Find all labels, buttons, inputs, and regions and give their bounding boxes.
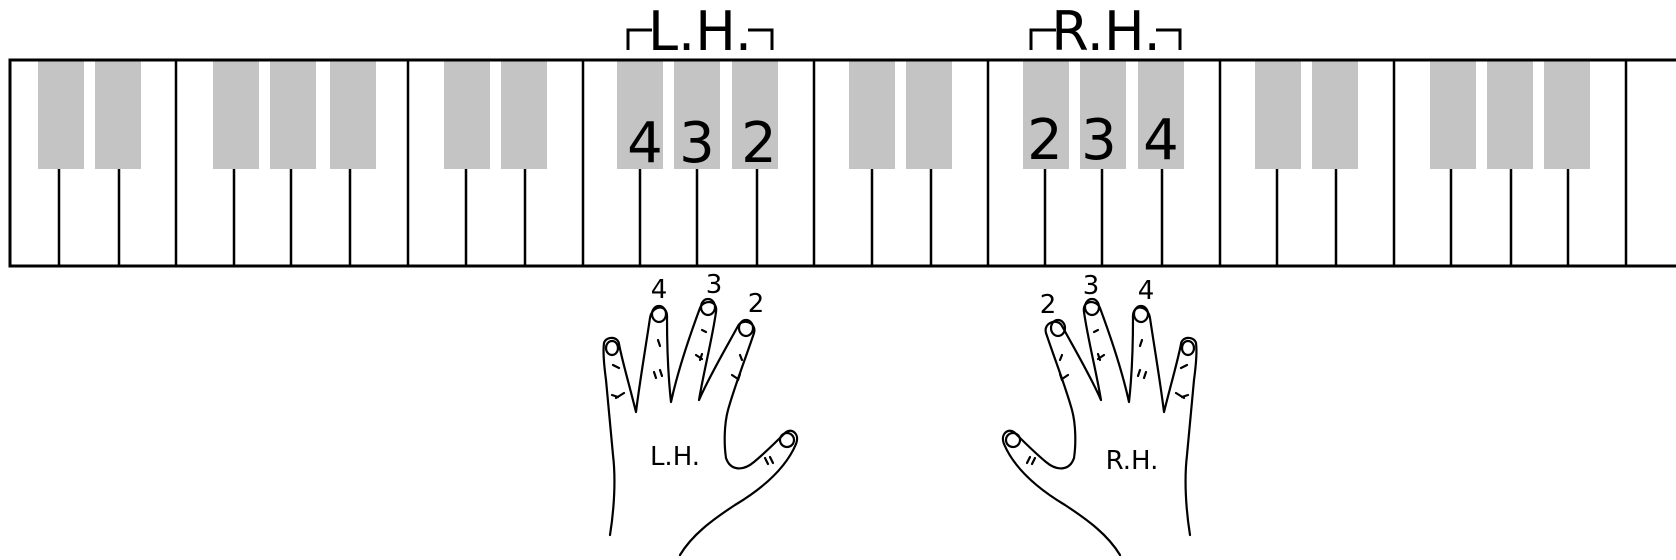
- black-key: [1430, 60, 1476, 169]
- key-finger-number: 4: [627, 111, 663, 176]
- left-hand-label: L.H.: [650, 442, 700, 472]
- left-hand-finger-number: 3: [706, 270, 723, 300]
- left-hand-bracket-label: L.H.: [648, 0, 752, 63]
- black-key: [617, 60, 663, 169]
- right-hand-bracket-label: R.H.: [1051, 0, 1161, 63]
- right-hand-drawing: [1001, 297, 1198, 557]
- right-hand-key-numbers: 2 3 4: [1027, 108, 1179, 173]
- black-key: [1138, 60, 1184, 169]
- black-key: [1312, 60, 1358, 169]
- black-key: [270, 60, 316, 169]
- right-hand-bracket: R.H.: [1029, 0, 1182, 63]
- left-hand-key-numbers: 4 3 2: [627, 111, 777, 176]
- key-finger-number: 4: [1143, 108, 1179, 173]
- black-key: [732, 60, 778, 169]
- black-key: [330, 60, 376, 169]
- left-hand-bracket: L.H.: [626, 0, 774, 63]
- black-key: [1255, 60, 1301, 169]
- black-key: [849, 60, 895, 169]
- black-key: [213, 60, 259, 169]
- black-key: [501, 60, 547, 169]
- right-hand-finger-number: 2: [1040, 290, 1057, 320]
- key-finger-number: 3: [1081, 108, 1117, 173]
- key-finger-number: 2: [1027, 108, 1063, 173]
- right-hand-finger-number: 4: [1138, 276, 1155, 306]
- black-key: [1544, 60, 1590, 169]
- white-key-dividers: [57, 60, 1628, 266]
- key-finger-number: 2: [741, 111, 777, 176]
- black-key: [1023, 60, 1069, 169]
- right-hand-label: R.H.: [1106, 446, 1159, 476]
- black-key: [674, 60, 720, 169]
- right-hand-finger-number: 3: [1083, 271, 1100, 301]
- left-hand-drawing: [602, 297, 799, 557]
- black-key: [1487, 60, 1533, 169]
- black-key: [1080, 60, 1126, 169]
- key-finger-number: 3: [679, 111, 715, 176]
- left-hand-finger-number: 2: [748, 289, 765, 319]
- keyboard: [8, 58, 1676, 268]
- black-key: [38, 60, 84, 169]
- black-keys: [38, 60, 1590, 169]
- black-key: [906, 60, 952, 169]
- black-key: [95, 60, 141, 169]
- black-key: [444, 60, 490, 169]
- left-hand-finger-number: 4: [651, 275, 668, 305]
- keyboard-outline: [8, 58, 1676, 268]
